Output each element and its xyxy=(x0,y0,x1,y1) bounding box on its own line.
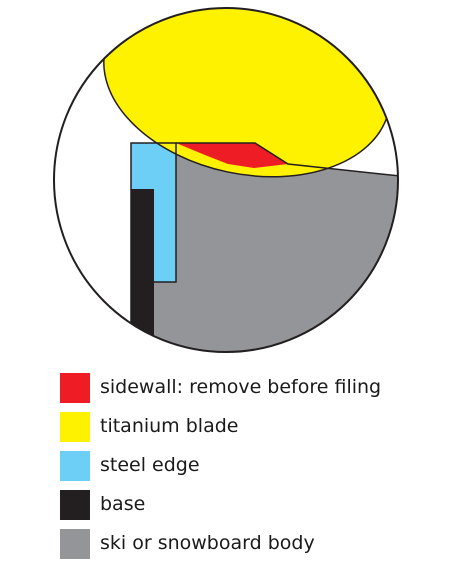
body-top-outline xyxy=(176,142,398,177)
steel-edge-swatch xyxy=(60,451,90,481)
steel-edge-region xyxy=(131,143,176,282)
ski-body-region xyxy=(154,143,398,352)
ski-edge-cross-section-diagram xyxy=(53,7,399,353)
legend-label-steel-edge: steel edge xyxy=(100,454,200,476)
body-swatch xyxy=(60,529,90,559)
steel-edge-outline xyxy=(130,142,177,352)
magnifier-circle-outline xyxy=(53,7,399,353)
base-swatch xyxy=(60,490,90,520)
legend-item-titanium-blade: titanium blade xyxy=(60,409,440,447)
legend-label-base: base xyxy=(100,493,146,515)
legend-item-base: base xyxy=(60,487,440,525)
sidewall-region xyxy=(176,143,288,168)
sidewall-swatch xyxy=(60,373,90,403)
legend-item-steel-edge: steel edge xyxy=(60,448,440,486)
legend-item-sidewall: sidewall: remove before filing xyxy=(60,370,440,408)
legend-label-titanium-blade: titanium blade xyxy=(100,415,239,437)
base-region xyxy=(131,189,154,352)
legend-label-sidewall: sidewall: remove before filing xyxy=(100,376,382,398)
legend-item-body: ski or snowboard body xyxy=(60,526,440,564)
titanium-blade-swatch xyxy=(60,412,90,442)
legend: sidewall: remove before filing titanium … xyxy=(60,370,440,565)
legend-label-body: ski or snowboard body xyxy=(100,532,315,554)
